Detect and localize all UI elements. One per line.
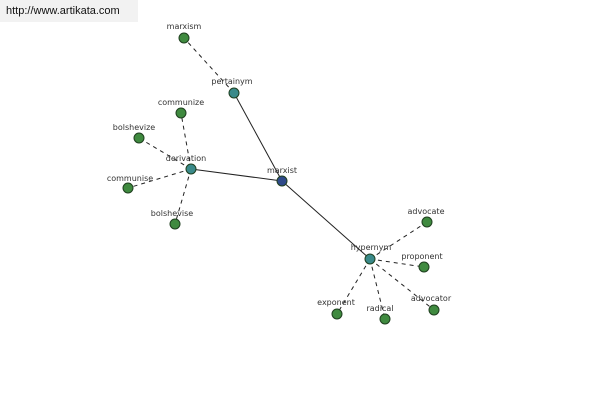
graph-edges [127, 37, 435, 320]
edge-hypernym-radical [369, 258, 386, 320]
edge-marxist-pertainym [233, 92, 283, 182]
node-hypernym-label: hypernym [351, 243, 392, 252]
node-pertainym-label: pertainym [211, 77, 252, 86]
edge-hypernym-proponent [369, 258, 425, 268]
watermark-url: http://www.artikata.com [0, 0, 138, 22]
node-radical[interactable]: radical [366, 304, 394, 325]
node-exponent[interactable]: exponent [317, 298, 355, 320]
edge-derivation-communize [180, 112, 192, 170]
node-marxism-dot[interactable] [178, 32, 190, 44]
node-proponent[interactable]: proponent [401, 252, 443, 273]
node-pertainym[interactable]: pertainym [211, 77, 253, 99]
edge-marxist-derivation [190, 168, 283, 182]
node-bolshevise-dot[interactable] [169, 218, 181, 230]
edge-hypernym-advocator [369, 258, 435, 311]
edge-derivation-bolshevize [138, 137, 192, 170]
node-derivation-label: derivation [166, 154, 206, 163]
node-bolshevise-label: bolshevise [151, 209, 193, 218]
graph-nodes: marxism communize bolshevize communise bolsh… [107, 22, 452, 325]
node-hypernym-dot[interactable] [364, 253, 376, 265]
edge-hypernym-exponent [336, 258, 371, 315]
node-communise[interactable]: communise [107, 174, 153, 194]
node-hypernym[interactable]: hypernym [351, 243, 392, 265]
node-bolshevise[interactable]: bolshevise [151, 209, 193, 230]
node-radical-label: radical [366, 304, 393, 313]
node-radical-dot[interactable] [379, 313, 391, 325]
node-bolshevize-dot[interactable] [133, 132, 145, 144]
node-exponent-label: exponent [317, 298, 355, 307]
node-advocator[interactable]: advocator [411, 294, 452, 316]
node-exponent-dot[interactable] [331, 308, 343, 320]
node-communise-label: communise [107, 174, 153, 183]
node-communise-dot[interactable] [122, 182, 134, 194]
node-marxism[interactable]: marxism [167, 22, 202, 44]
node-marxist-label: marxist [267, 166, 297, 175]
node-marxist-dot[interactable] [276, 175, 288, 187]
node-proponent-label: proponent [401, 252, 442, 261]
node-communize-dot[interactable] [175, 107, 187, 119]
node-advocate-label: advocate [408, 207, 445, 216]
node-advocate[interactable]: advocate [408, 207, 445, 228]
node-communize-label: communize [158, 98, 204, 107]
edge-derivation-communise [127, 168, 192, 189]
node-pertainym-dot[interactable] [228, 87, 240, 99]
node-bolshevize[interactable]: bolshevize [113, 123, 156, 144]
node-advocator-dot[interactable] [428, 304, 440, 316]
edge-derivation-bolshevise [174, 168, 192, 225]
edge-hypernym-advocate [369, 221, 428, 260]
node-derivation[interactable]: derivation [166, 154, 206, 175]
node-bolshevize-label: bolshevize [113, 123, 156, 132]
node-marxism-label: marxism [167, 22, 202, 31]
node-advocator-label: advocator [411, 294, 452, 303]
node-derivation-dot[interactable] [185, 163, 197, 175]
node-proponent-dot[interactable] [418, 261, 430, 273]
node-marxist[interactable]: marxist [267, 166, 297, 187]
edge-marxist-hypernym [281, 180, 371, 260]
node-communize[interactable]: communize [158, 98, 204, 119]
node-advocate-dot[interactable] [421, 216, 433, 228]
